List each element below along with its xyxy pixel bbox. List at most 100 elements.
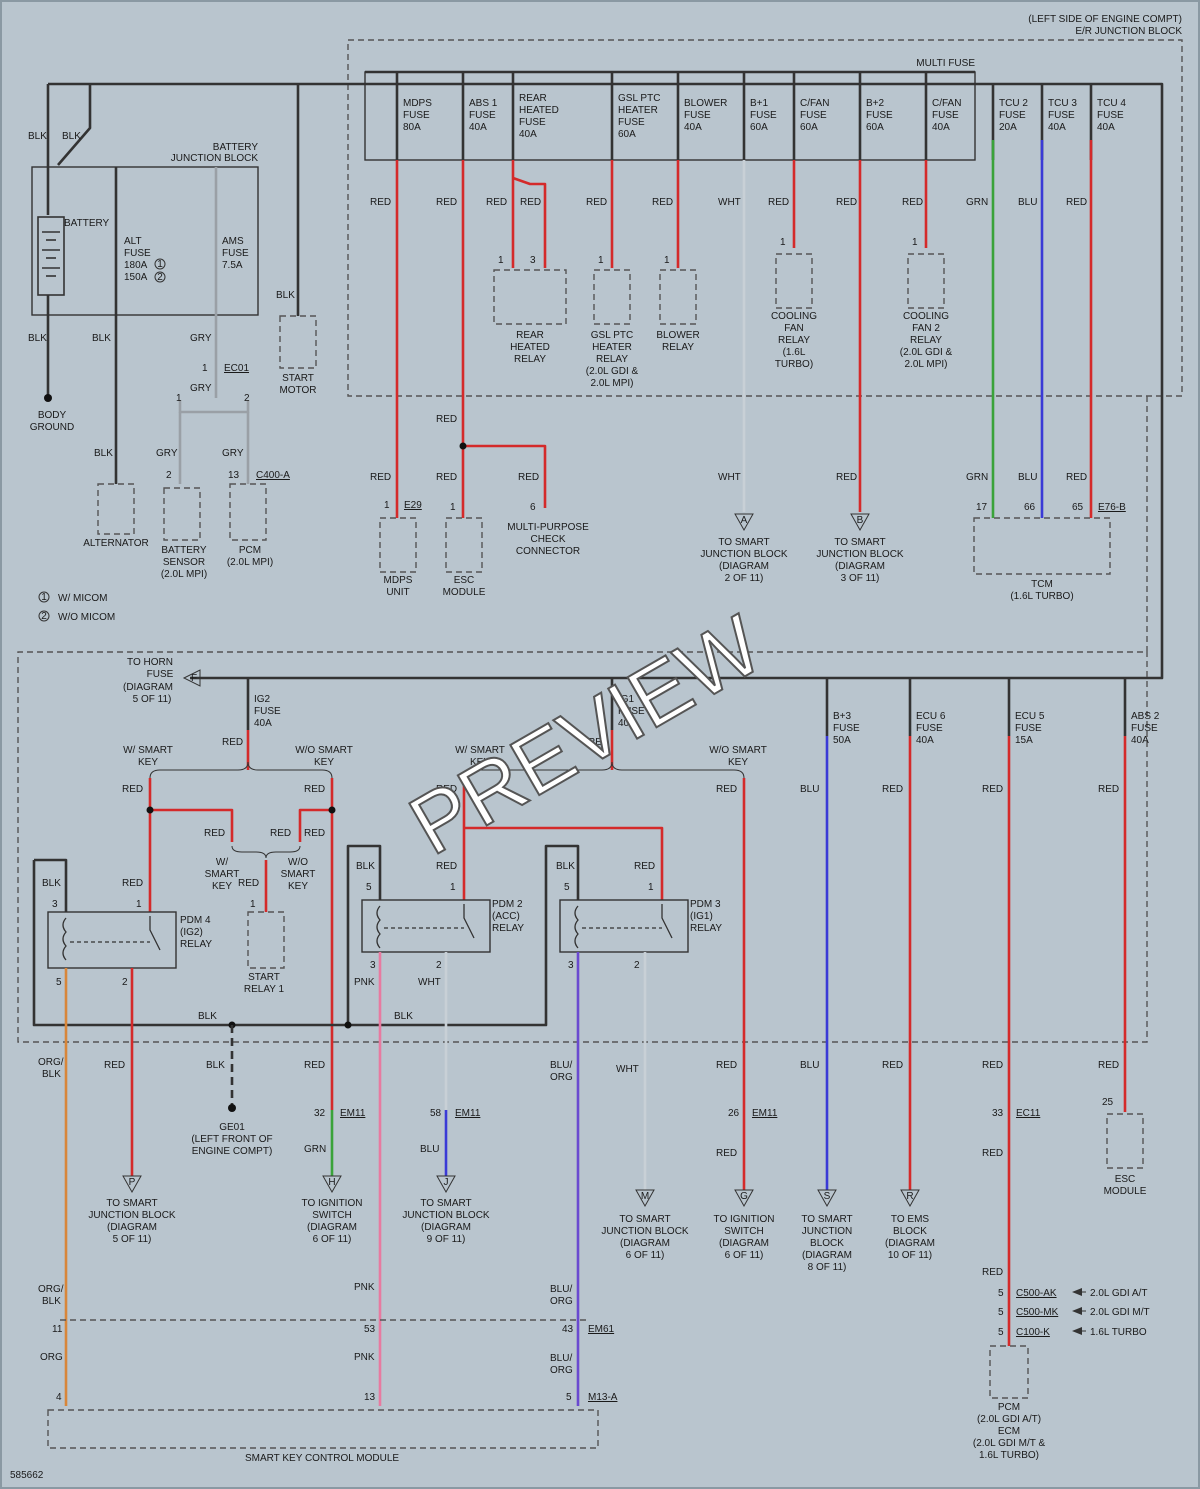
svg-text:IG1: IG1 bbox=[618, 694, 635, 705]
pdm3-relay bbox=[559, 899, 689, 953]
svg-text:TCU 3: TCU 3 bbox=[1048, 98, 1077, 109]
micom-num: 2 bbox=[244, 393, 250, 404]
battery-symbol bbox=[37, 216, 65, 296]
esc-module-label: MODULE bbox=[443, 587, 486, 598]
svg-text:BLU: BLU bbox=[1018, 472, 1037, 483]
svg-text:(2.0L GDI &: (2.0L GDI & bbox=[586, 366, 639, 377]
svg-text:TO IGNITION: TO IGNITION bbox=[302, 1198, 363, 1209]
wire-label-blk: BLK bbox=[92, 333, 111, 344]
battery-jb-title2: JUNCTION BLOCK bbox=[171, 153, 259, 164]
svg-text:RELAY: RELAY bbox=[690, 923, 722, 934]
svg-text:FUSE: FUSE bbox=[469, 110, 496, 121]
svg-text:(DIAGRAM: (DIAGRAM bbox=[307, 1222, 357, 1233]
wire-label-blk: BLK bbox=[94, 448, 113, 459]
svg-text:ALT: ALT bbox=[124, 236, 142, 247]
wire-label-blk: BLK bbox=[394, 1011, 413, 1022]
esc-module2-label: ESC bbox=[1115, 1174, 1136, 1185]
connector-e76b: E76-B bbox=[1098, 502, 1126, 513]
svg-text:17: 17 bbox=[976, 502, 988, 513]
body-ground-label: BODY bbox=[38, 410, 67, 421]
ground-loop-wire bbox=[32, 844, 580, 1027]
splice-dot bbox=[328, 806, 336, 814]
svg-text:40A: 40A bbox=[519, 129, 537, 140]
svg-text:RELAY: RELAY bbox=[910, 335, 942, 346]
ref-a: A bbox=[741, 515, 748, 526]
svg-text:(2.0L GDI M/T &: (2.0L GDI M/T & bbox=[973, 1438, 1046, 1449]
body-ground-dot bbox=[44, 394, 52, 402]
svg-text:FUSE: FUSE bbox=[618, 706, 645, 717]
svg-text:2.0L MPI): 2.0L MPI) bbox=[591, 378, 634, 389]
rear-heated-wire3 bbox=[512, 176, 547, 268]
svg-text:SMART: SMART bbox=[281, 869, 316, 880]
svg-text:SWITCH: SWITCH bbox=[312, 1210, 351, 1221]
connector-ec11: EC11 bbox=[1016, 1108, 1041, 1119]
svg-text:GRN: GRN bbox=[304, 1144, 326, 1155]
svg-text:HEATER: HEATER bbox=[618, 105, 658, 116]
svg-text:KEY: KEY bbox=[138, 757, 158, 768]
battery-sensor bbox=[163, 487, 201, 541]
cooling-fan-relay bbox=[775, 253, 813, 309]
svg-text:BLK: BLK bbox=[556, 861, 575, 872]
svg-text:RED: RED bbox=[370, 197, 391, 208]
svg-text:W/O SMART: W/O SMART bbox=[295, 745, 353, 756]
svg-text:RED: RED bbox=[982, 1148, 1003, 1159]
connector-e29: E29 bbox=[404, 500, 422, 511]
pin-label: 1 bbox=[250, 899, 256, 910]
ams-fuse-label: AMS FUSE 7.5A bbox=[222, 236, 249, 271]
svg-text:60A: 60A bbox=[618, 129, 636, 140]
battery-label: BATTERY bbox=[64, 218, 110, 229]
pdm4-blk-wire bbox=[34, 858, 68, 912]
svg-text:BLK: BLK bbox=[356, 861, 375, 872]
wire-label-blk: BLK bbox=[198, 1011, 217, 1022]
svg-text:ABS 1: ABS 1 bbox=[469, 98, 498, 109]
svg-text:S: S bbox=[824, 1191, 831, 1202]
svg-text:60A: 60A bbox=[750, 122, 768, 133]
start-motor bbox=[279, 315, 317, 369]
micom-legend: 1 W/ MICOM 2 W/O MICOM bbox=[38, 591, 115, 623]
svg-text:KEY: KEY bbox=[728, 757, 748, 768]
svg-text:TO SMART: TO SMART bbox=[834, 537, 885, 548]
wire-label-gry: GRY bbox=[190, 333, 212, 344]
svg-text:ORG: ORG bbox=[550, 1365, 573, 1376]
svg-text:ECM: ECM bbox=[998, 1426, 1020, 1437]
svg-text:ORG: ORG bbox=[550, 1296, 573, 1307]
svg-text:FUSE: FUSE bbox=[618, 117, 645, 128]
svg-text:40A: 40A bbox=[1131, 735, 1149, 746]
svg-text:FUSE: FUSE bbox=[932, 110, 959, 121]
svg-text:PCM: PCM bbox=[998, 1402, 1020, 1413]
svg-text:C/FAN: C/FAN bbox=[800, 98, 829, 109]
pcm-mpi bbox=[229, 483, 267, 541]
pdm4-relay-symbol bbox=[62, 916, 161, 961]
svg-text:ORG/: ORG/ bbox=[38, 1057, 64, 1068]
svg-text:JUNCTION BLOCK: JUNCTION BLOCK bbox=[816, 549, 904, 560]
svg-text:RED: RED bbox=[486, 197, 507, 208]
pin-label: 26 bbox=[728, 1108, 740, 1119]
svg-text:40A: 40A bbox=[1048, 122, 1066, 133]
svg-text:RED: RED bbox=[716, 1060, 737, 1071]
svg-text:RELAY: RELAY bbox=[778, 335, 810, 346]
svg-text:C500-MK: C500-MK bbox=[1016, 1307, 1059, 1318]
svg-text:13: 13 bbox=[364, 1392, 376, 1403]
svg-text:FUSE: FUSE bbox=[684, 110, 711, 121]
svg-text:(ACC): (ACC) bbox=[492, 911, 520, 922]
svg-text:(1.6L: (1.6L bbox=[783, 347, 806, 358]
svg-text:RED: RED bbox=[1098, 784, 1119, 795]
svg-text:1.6L TURBO: 1.6L TURBO bbox=[1090, 1327, 1147, 1338]
mdps-unit-label: MDPS bbox=[384, 575, 413, 586]
